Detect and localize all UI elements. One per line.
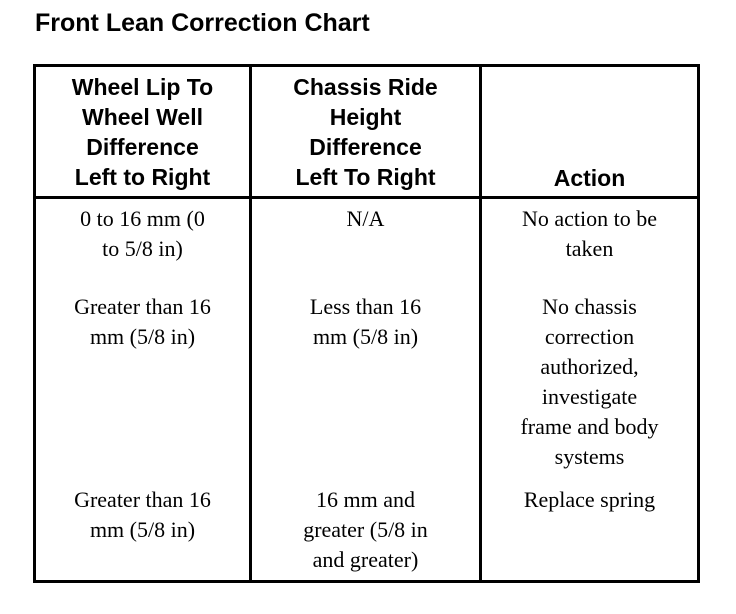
- header-chassis-ride-height-difference: Chassis Ride Height Difference Left To R…: [249, 65, 482, 199]
- cell-row3-wheel-lip: Greater than 16 mm (5/8 in): [33, 480, 252, 582]
- cell-row3-chassis-ride: 16 mm and greater (5/8 in and greater): [249, 480, 482, 582]
- table-row: 0 to 16 mm (0 to 5/8 in) N/A No action t…: [33, 197, 700, 287]
- page-title: Front Lean Correction Chart: [35, 9, 370, 37]
- cell-row2-wheel-lip: Greater than 16 mm (5/8 in): [33, 287, 252, 480]
- front-lean-correction-table: Wheel Lip To Wheel Well Difference Left …: [33, 64, 700, 583]
- header-action: Action: [479, 65, 700, 199]
- table-row: Greater than 16 mm (5/8 in) Less than 16…: [33, 287, 700, 480]
- cell-row3-action: Replace spring: [479, 480, 700, 582]
- table-header-row: Wheel Lip To Wheel Well Difference Left …: [33, 65, 700, 199]
- cell-row1-action: No action to be taken: [479, 197, 700, 287]
- header-wheel-lip-difference: Wheel Lip To Wheel Well Difference Left …: [33, 65, 252, 199]
- cell-row2-action: No chassis correction authorized, invest…: [479, 287, 700, 480]
- table-row: Greater than 16 mm (5/8 in) 16 mm and gr…: [33, 480, 700, 582]
- cell-row1-wheel-lip: 0 to 16 mm (0 to 5/8 in): [33, 197, 252, 287]
- cell-row1-chassis-ride: N/A: [249, 197, 482, 287]
- cell-row2-chassis-ride: Less than 16 mm (5/8 in): [249, 287, 482, 480]
